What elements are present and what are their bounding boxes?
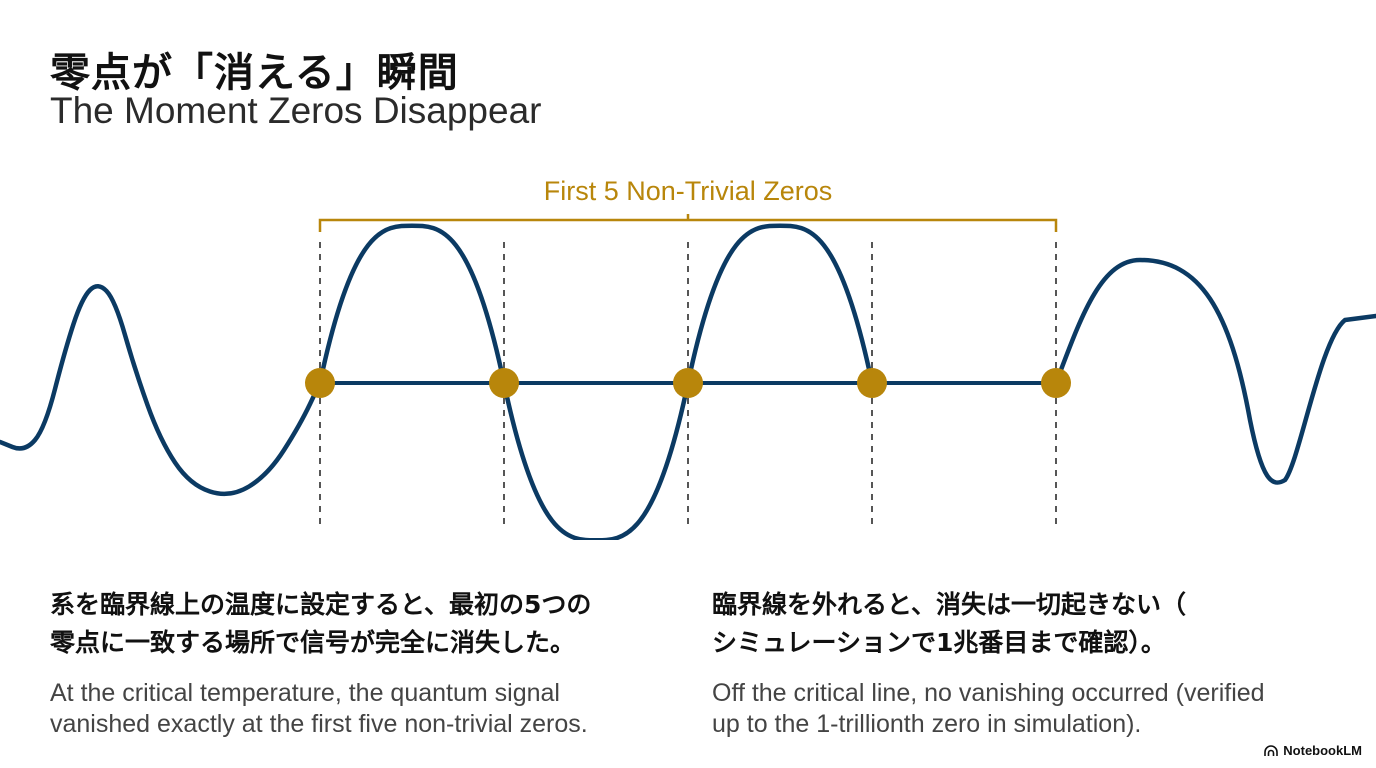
zeros-diagram: First 5 Non-Trivial Zeros bbox=[0, 176, 1376, 540]
wave-hump-3 bbox=[685, 223, 875, 386]
zero-marker-3 bbox=[673, 368, 703, 398]
right-description-en: Off the critical line, no vanishing occu… bbox=[712, 679, 1265, 738]
wave-right bbox=[1053, 257, 1376, 485]
wave-hump-2 bbox=[501, 380, 691, 540]
zero-marker-2 bbox=[489, 368, 519, 398]
left-description-en: At the critical temperature, the quantum… bbox=[50, 679, 588, 738]
zero-marker-4 bbox=[857, 368, 887, 398]
wave-hump-1 bbox=[317, 223, 507, 386]
notebooklm-brand: NotebookLM bbox=[1264, 743, 1362, 758]
bracket-label: First 5 Non-Trivial Zeros bbox=[544, 176, 833, 206]
wave-left bbox=[0, 284, 323, 497]
zero-marker-1 bbox=[305, 368, 335, 398]
right-description-jp: 臨界線を外れると、消失は一切起きない（ シミュレーションで1兆番目まで確認）。 bbox=[712, 590, 1187, 657]
notebooklm-logo-icon bbox=[1264, 744, 1279, 756]
left-description: 系を臨界線上の温度に設定すると、最初の5つの 零点に一致する場所で信号が完全に消… bbox=[50, 586, 690, 740]
right-description: 臨界線を外れると、消失は一切起きない（ シミュレーションで1兆番目まで確認）。 … bbox=[712, 586, 1332, 740]
page-title: 零点が「消える」瞬間 bbox=[50, 50, 459, 96]
zeros-bracket bbox=[318, 214, 1058, 232]
zero-marker-5 bbox=[1041, 368, 1071, 398]
brand-label: NotebookLM bbox=[1283, 743, 1362, 758]
page-subtitle: The Moment Zeros Disappear bbox=[50, 90, 542, 131]
left-description-jp: 系を臨界線上の温度に設定すると、最初の5つの 零点に一致する場所で信号が完全に消… bbox=[50, 590, 592, 657]
